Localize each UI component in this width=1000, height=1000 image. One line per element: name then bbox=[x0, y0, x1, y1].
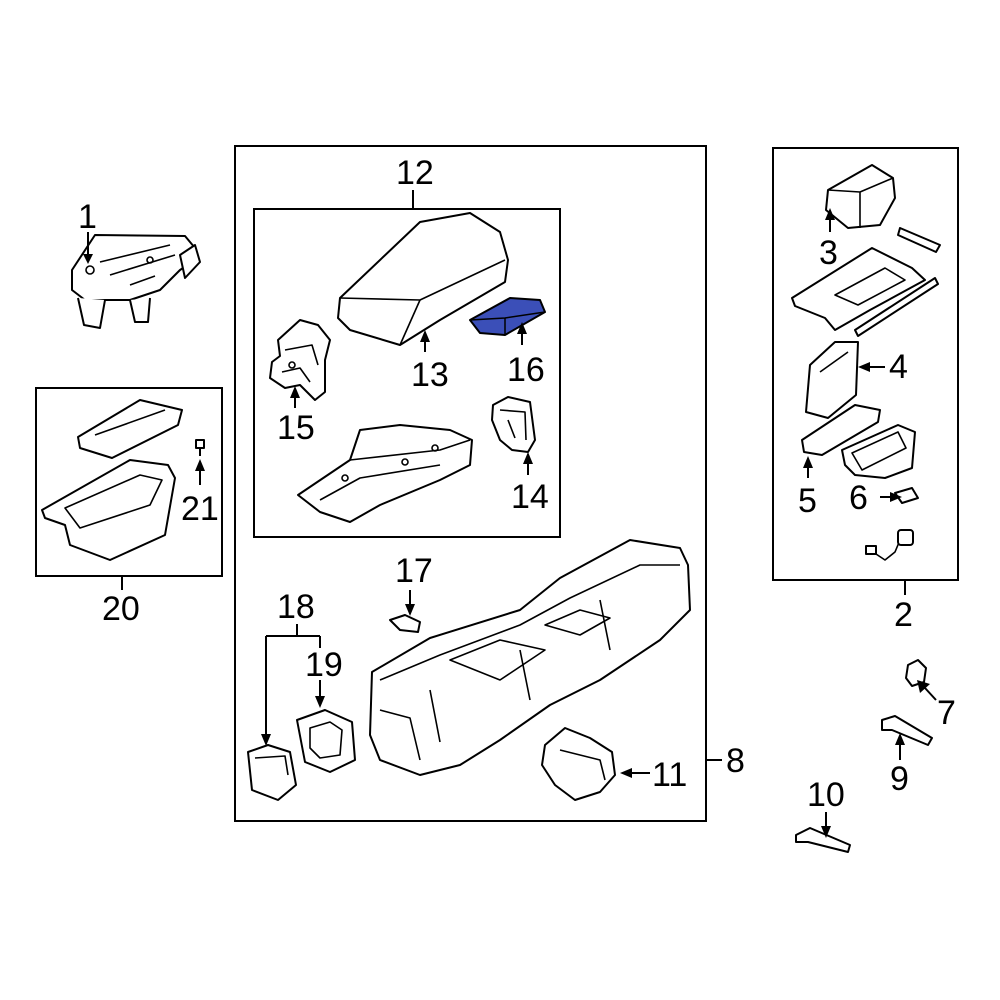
callout-1: 1 bbox=[78, 198, 97, 236]
callout-13: 13 bbox=[411, 356, 449, 394]
callout-7: 7 bbox=[937, 694, 956, 732]
part-19-cup-holder-ring[interactable] bbox=[296, 709, 356, 773]
part-8-console-body[interactable] bbox=[369, 539, 691, 776]
group-box-8 bbox=[234, 145, 707, 822]
part-2-tray-assembly bbox=[791, 227, 941, 337]
callout-14: 14 bbox=[511, 478, 549, 516]
group-box-12 bbox=[253, 208, 561, 538]
part-5-cup-holder-tray[interactable] bbox=[801, 404, 916, 479]
callout-21: 21 bbox=[181, 490, 219, 528]
part-11-bracket[interactable] bbox=[541, 727, 616, 801]
part-2-harness bbox=[865, 529, 914, 561]
part-14-latch[interactable] bbox=[491, 396, 536, 453]
callout-4: 4 bbox=[889, 348, 908, 386]
callout-15: 15 bbox=[277, 409, 315, 447]
callout-16: 16 bbox=[507, 351, 545, 389]
part-17-clip[interactable] bbox=[389, 614, 421, 633]
callout-19: 19 bbox=[305, 646, 343, 684]
group-box-20 bbox=[35, 387, 223, 577]
callout-12: 12 bbox=[396, 154, 434, 192]
callout-10: 10 bbox=[807, 776, 845, 814]
part-20-lid[interactable] bbox=[77, 399, 183, 459]
callout-3: 3 bbox=[819, 234, 838, 272]
part-3-storage-box[interactable] bbox=[825, 164, 896, 229]
part-1-shift-indicator[interactable] bbox=[71, 234, 201, 329]
part-6-bulb-socket[interactable] bbox=[894, 487, 919, 504]
callout-6: 6 bbox=[849, 479, 868, 517]
callout-18: 18 bbox=[277, 588, 315, 626]
part-20-tray[interactable] bbox=[41, 459, 176, 561]
callout-8: 8 bbox=[726, 742, 745, 780]
callout-2: 2 bbox=[894, 596, 913, 634]
callout-11: 11 bbox=[652, 756, 687, 794]
part-21-screw[interactable] bbox=[195, 439, 205, 456]
part-9-handle[interactable] bbox=[881, 715, 933, 746]
part-18-cup-insert[interactable] bbox=[247, 744, 297, 801]
group-box-2 bbox=[772, 147, 959, 581]
part-15-hinge-bracket[interactable] bbox=[269, 319, 331, 401]
part-10-clip[interactable] bbox=[795, 827, 851, 853]
callout-20: 20 bbox=[102, 590, 140, 628]
callout-17: 17 bbox=[395, 552, 433, 590]
part-4-bezel[interactable] bbox=[805, 341, 859, 419]
part-16-lid-insert[interactable] bbox=[469, 297, 546, 336]
part-7-bulb[interactable] bbox=[905, 659, 927, 687]
part-13-armrest-lid[interactable] bbox=[337, 212, 509, 346]
callout-9: 9 bbox=[890, 760, 909, 798]
armrest-base bbox=[297, 424, 473, 523]
callout-5: 5 bbox=[798, 482, 817, 520]
